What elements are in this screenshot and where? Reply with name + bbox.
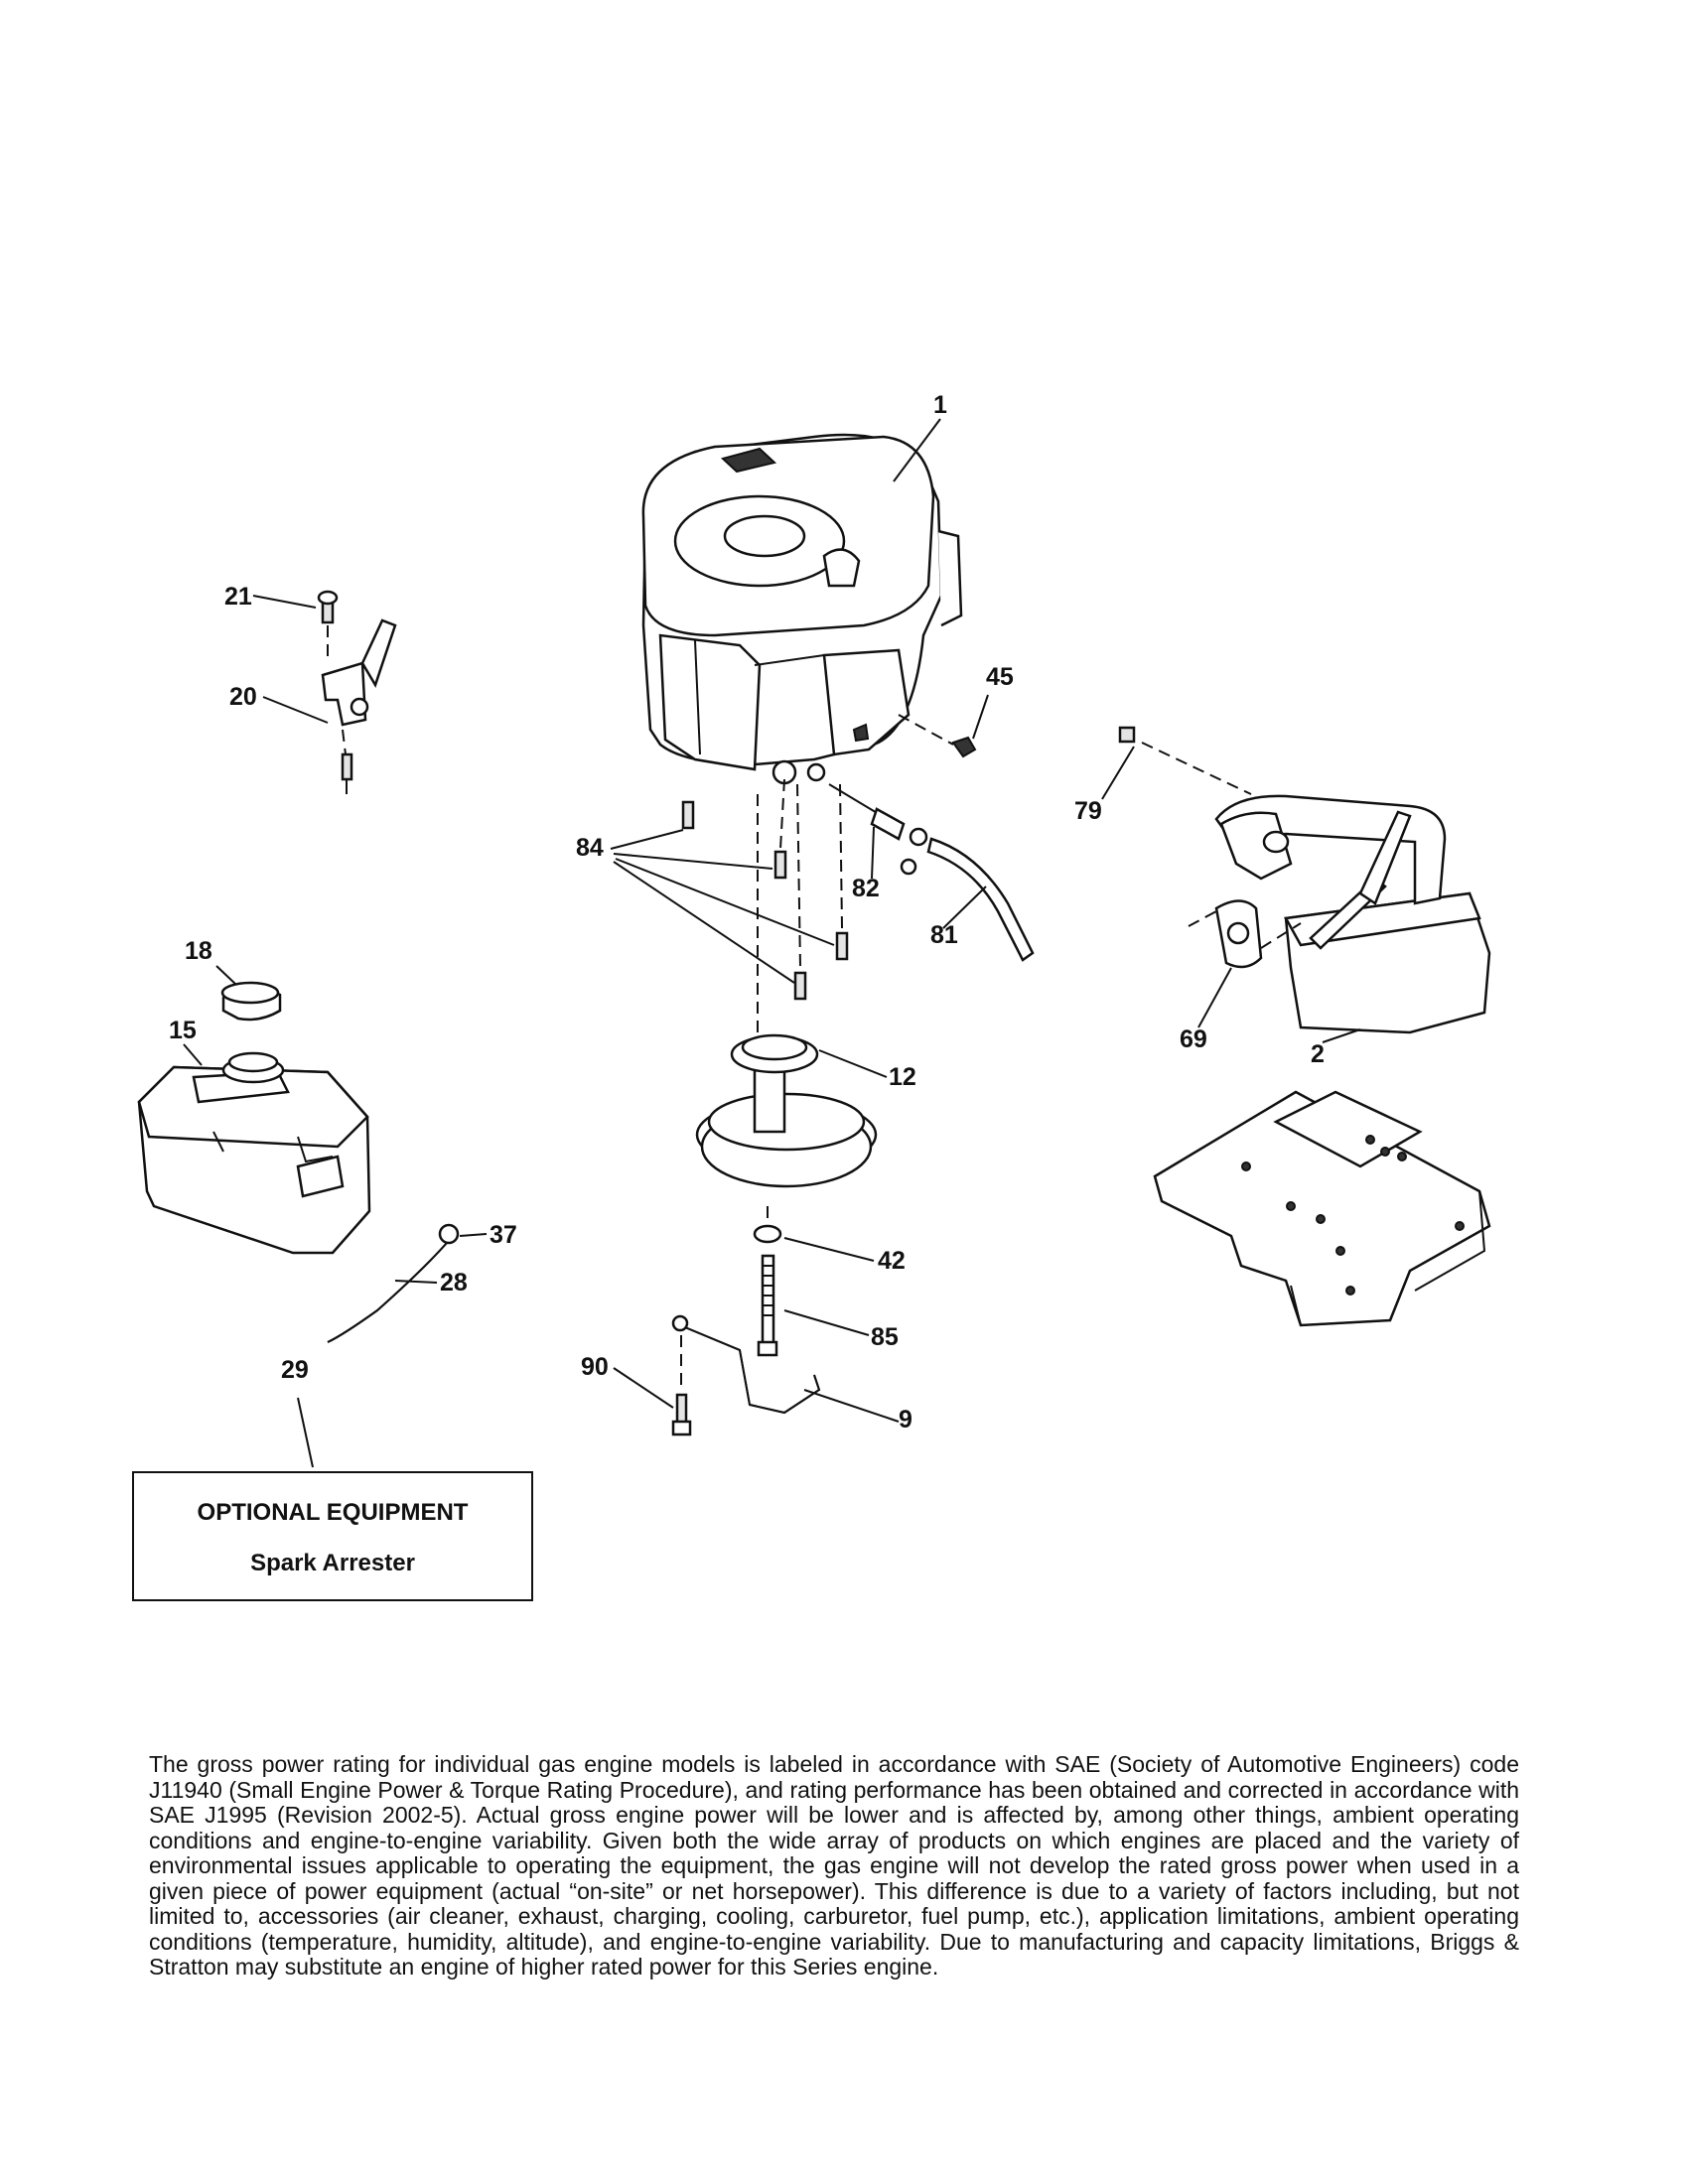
callout-2: 2 <box>1311 1040 1325 1068</box>
fuel-cap-part <box>220 981 282 1022</box>
callout-1: 1 <box>933 391 947 419</box>
callout-37: 37 <box>490 1221 517 1249</box>
callout-45: 45 <box>986 663 1014 691</box>
callout-20: 20 <box>229 683 257 711</box>
callout-28: 28 <box>440 1269 468 1297</box>
callout-9: 9 <box>899 1406 912 1433</box>
callout-90: 90 <box>581 1353 609 1381</box>
callout-81: 81 <box>930 921 958 949</box>
callout-79: 79 <box>1074 797 1102 825</box>
pulley-part <box>695 1033 878 1188</box>
callout-42: 42 <box>878 1247 906 1275</box>
optional-equipment-item: Spark Arrester <box>250 1550 415 1576</box>
callout-12: 12 <box>889 1063 916 1091</box>
callout-21: 21 <box>224 583 252 611</box>
optional-equipment-box: OPTIONAL EQUIPMENT Spark Arrester <box>132 1471 533 1601</box>
engine-power-footnote: The gross power rating for individual ga… <box>149 1751 1519 1979</box>
muffler-part <box>1214 794 1491 1034</box>
callout-69: 69 <box>1180 1025 1207 1053</box>
fuel-tank-part <box>137 1051 371 1255</box>
callout-29: 29 <box>281 1356 309 1384</box>
callout-84: 84 <box>576 834 604 862</box>
callout-15: 15 <box>169 1017 197 1044</box>
optional-equipment-title: OPTIONAL EQUIPMENT <box>197 1499 469 1526</box>
throttle-control-part <box>317 590 397 794</box>
mount-plate-part <box>1153 1090 1491 1327</box>
callout-18: 18 <box>185 937 212 965</box>
callout-82: 82 <box>852 875 880 902</box>
bolts-84 <box>681 778 849 1226</box>
engine-part <box>641 433 963 785</box>
callout-85: 85 <box>871 1323 899 1351</box>
